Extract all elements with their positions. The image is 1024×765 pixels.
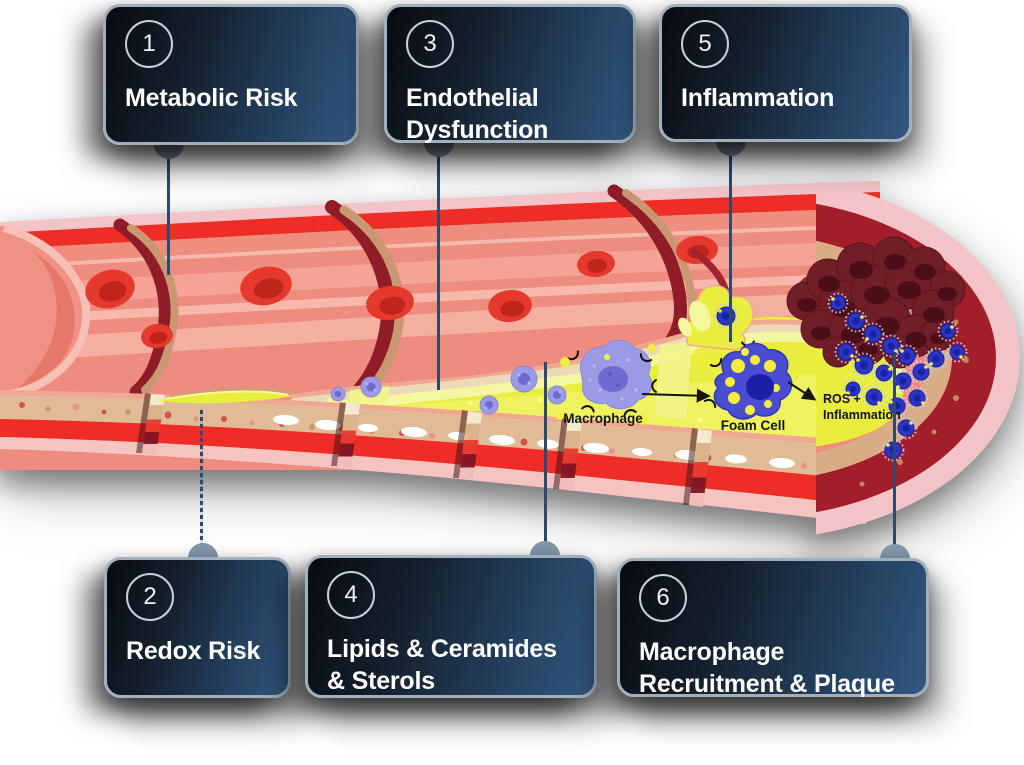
macrophage-cell (580, 339, 653, 410)
connector-node-2 (188, 543, 218, 558)
step-number: 5 (698, 30, 712, 57)
step-title: Lipids & Ceramides & Sterols (327, 635, 557, 695)
foam-cell-label: Foam Cell (721, 418, 786, 433)
artery-bottom-wall (0, 390, 866, 524)
step-number-badge: 1 (125, 20, 173, 68)
step-card-redox-risk: 2 Redox Risk (104, 557, 291, 698)
step-number: 1 (142, 30, 156, 57)
connector-line-1 (167, 150, 170, 275)
cholesterol-crystals (273, 414, 836, 471)
ros-label-line2: Inflammation (823, 408, 901, 422)
lipid-droplets (556, 344, 799, 425)
macrophages (330, 339, 799, 425)
step-number: 2 (143, 583, 157, 610)
connector-node-6 (880, 544, 910, 559)
step-number: 3 (423, 30, 437, 57)
connector-line-6 (893, 352, 896, 558)
step-number: 6 (656, 584, 670, 611)
step-title: Redox Risk (126, 637, 261, 665)
step-title: Macrophage Recruitment & Plaque (639, 638, 895, 698)
ros-label-line1: ROS + (823, 392, 861, 406)
artery-illustration: Macrophage Foam Cell ROS + Inflammation (0, 181, 1020, 535)
artery-left-end (0, 224, 91, 399)
artery-annotations: Macrophage Foam Cell ROS + Inflammation (563, 381, 901, 433)
clot-cluster (786, 236, 966, 369)
connector-node-1 (154, 144, 184, 159)
step-number: 4 (344, 581, 358, 608)
step-number-badge: 4 (327, 571, 375, 619)
connector-line-4 (544, 362, 547, 555)
connector-node-3 (424, 142, 454, 157)
bottom-wall-cuts (136, 393, 712, 507)
foam-cell (713, 342, 793, 420)
monocytes (713, 292, 968, 462)
step-card-inflammation: 5 Inflammation (659, 4, 912, 142)
step-number-badge: 2 (126, 573, 174, 621)
step-number-badge: 5 (681, 20, 729, 68)
step-title: Endothelial Dysfunction (406, 84, 549, 144)
step-number-badge: 3 (406, 20, 454, 68)
step-card-macrophage-recruitment-plaque: 6 Macrophage Recruitment & Plaque (617, 558, 929, 698)
foamcell-to-ros-arrow (787, 381, 817, 401)
step-card-endothelial-dysfunction: 3 Endothelial Dysfunction (384, 4, 636, 144)
macrophage-label: Macrophage (563, 411, 643, 426)
step-title: Metabolic Risk (125, 84, 298, 112)
step-number-badge: 6 (639, 574, 687, 622)
fatty-streak (158, 387, 297, 404)
macrophage-to-foamcell-arrow (641, 388, 711, 403)
connector-node-4 (530, 541, 560, 556)
step-card-metabolic-risk: 1 Metabolic Risk (103, 4, 359, 145)
connector-line-5 (729, 147, 732, 342)
step-card-lipids-ceramides-sterols: 4 Lipids & Ceramides & Sterols (305, 555, 597, 698)
step-title: Inflammation (681, 84, 835, 112)
connector-line-3 (437, 148, 440, 390)
connector-line-2 (200, 410, 203, 557)
connector-node-5 (716, 141, 746, 156)
